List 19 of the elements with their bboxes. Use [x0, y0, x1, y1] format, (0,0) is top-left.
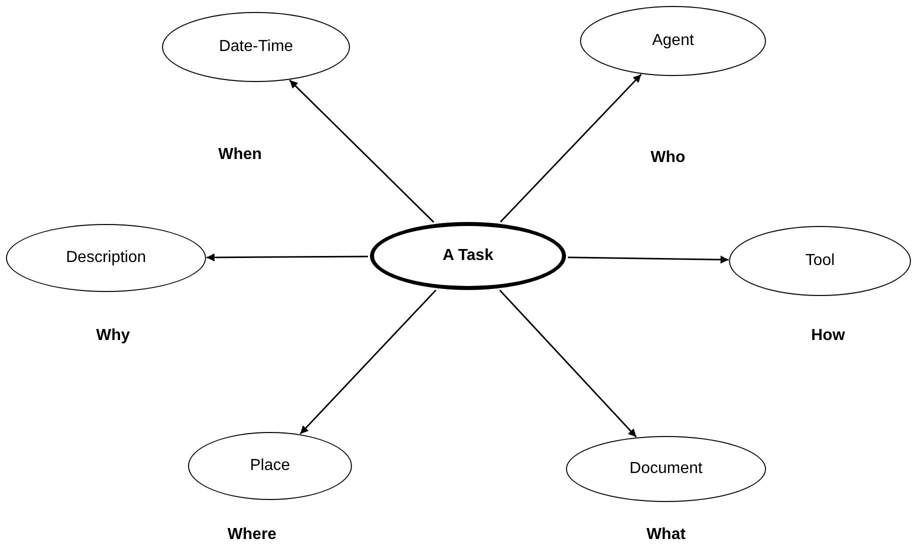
- node-label: Description: [66, 248, 146, 268]
- arrow: [289, 80, 434, 223]
- node-label: A Task: [442, 246, 494, 266]
- question-label: Where: [228, 525, 276, 545]
- node-label: Place: [250, 456, 290, 476]
- node-label: Document: [630, 459, 702, 479]
- node-label: Date-Time: [218, 37, 294, 57]
- arrow: [206, 253, 368, 262]
- question-label: Why: [96, 326, 130, 346]
- question-label: How: [811, 326, 845, 346]
- question-label: When: [218, 145, 262, 165]
- arrow: [300, 290, 436, 434]
- question-label: What: [646, 525, 686, 545]
- node-label: Tool: [805, 251, 835, 271]
- arrow: [500, 74, 642, 222]
- arrow: [499, 290, 637, 438]
- question-label: Who: [650, 148, 686, 168]
- node-label: Agent: [652, 31, 694, 51]
- arrow: [568, 256, 729, 264]
